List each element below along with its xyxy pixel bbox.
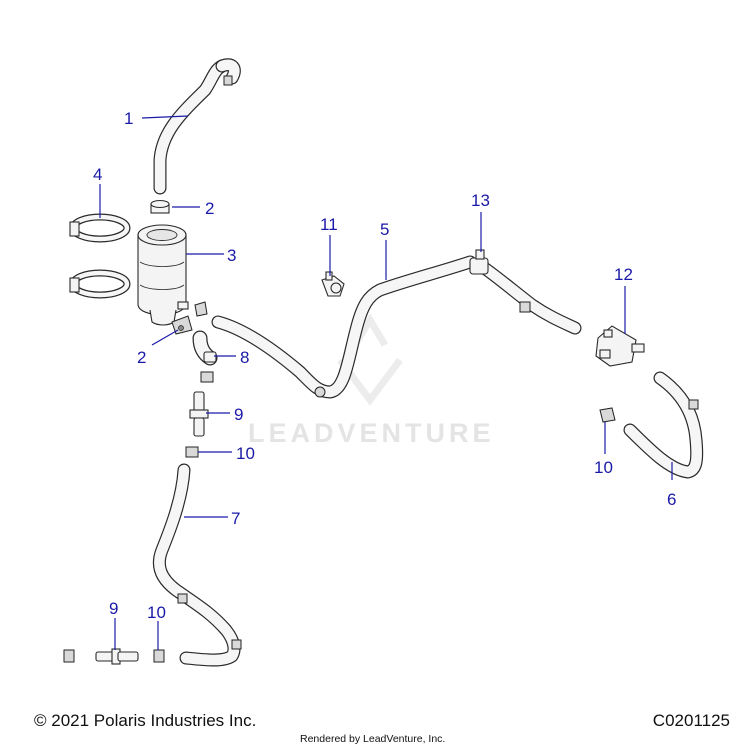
part-4-mounting-bands[interactable] — [69, 213, 131, 299]
part-2-clamp-upper[interactable] — [150, 199, 170, 214]
callout-9-lower[interactable]: 9 — [109, 599, 118, 618]
rendered-by-text: Rendered by LeadVenture, Inc. — [300, 733, 446, 745]
callout-10-lower[interactable]: 10 — [147, 603, 166, 622]
callout-10-middle[interactable]: 10 — [236, 444, 255, 463]
part-10-clamp-middle[interactable] — [185, 446, 199, 458]
callout-3[interactable]: 3 — [227, 246, 236, 265]
part-5-main-hose[interactable] — [211, 255, 582, 399]
callout-10-right[interactable]: 10 — [594, 458, 613, 477]
callout-6[interactable]: 6 — [667, 490, 676, 509]
part-10-clamp-right[interactable] — [599, 407, 616, 423]
part-10-clamp-elbow[interactable] — [200, 371, 214, 383]
callout-5[interactable]: 5 — [380, 220, 389, 239]
part-3-evap-canister[interactable] — [137, 224, 189, 326]
part-11-valve-clip[interactable] — [321, 271, 345, 297]
part-7-lower-hose[interactable] — [152, 463, 242, 667]
callouts: 1 2 4 3 5 11 13 12 2 8 9 10 7 10 6 9 10 — [93, 109, 676, 622]
diagram-code: C0201125 — [652, 711, 730, 730]
leader-lines — [99, 115, 673, 650]
callout-2-upper[interactable]: 2 — [205, 199, 214, 218]
part-13-tee-fitting[interactable] — [469, 249, 489, 275]
callout-4[interactable]: 4 — [93, 165, 102, 184]
watermark-text: LEADVENTURE — [248, 418, 495, 448]
callout-2-lower[interactable]: 2 — [137, 348, 146, 367]
callout-7[interactable]: 7 — [231, 509, 240, 528]
hose-clamp-icon — [314, 386, 326, 398]
part-9-connector-lower[interactable] — [95, 648, 139, 665]
small-clamp-canister[interactable] — [194, 301, 208, 317]
part-8-elbow-hose[interactable] — [192, 330, 218, 366]
part-10-clamp-lower[interactable] — [153, 649, 165, 663]
part-12-purge-valve[interactable] — [595, 325, 645, 367]
callout-1[interactable]: 1 — [124, 109, 133, 128]
copyright-text: © 2021 Polaris Industries Inc. — [34, 711, 257, 730]
part-9-connector-upper[interactable] — [189, 391, 209, 437]
callout-11[interactable]: 11 — [320, 215, 338, 234]
callout-12[interactable]: 12 — [614, 265, 633, 284]
part-6-right-hose[interactable] — [623, 371, 704, 479]
hose-clamp-icon — [223, 75, 233, 86]
callout-13[interactable]: 13 — [471, 191, 490, 210]
small-clamp-lower-left[interactable] — [63, 649, 75, 663]
part-1-vent-hose[interactable] — [153, 58, 241, 195]
part-2-clamp-lower[interactable] — [171, 315, 193, 335]
callout-9-upper[interactable]: 9 — [234, 405, 243, 424]
callout-8[interactable]: 8 — [240, 348, 249, 367]
